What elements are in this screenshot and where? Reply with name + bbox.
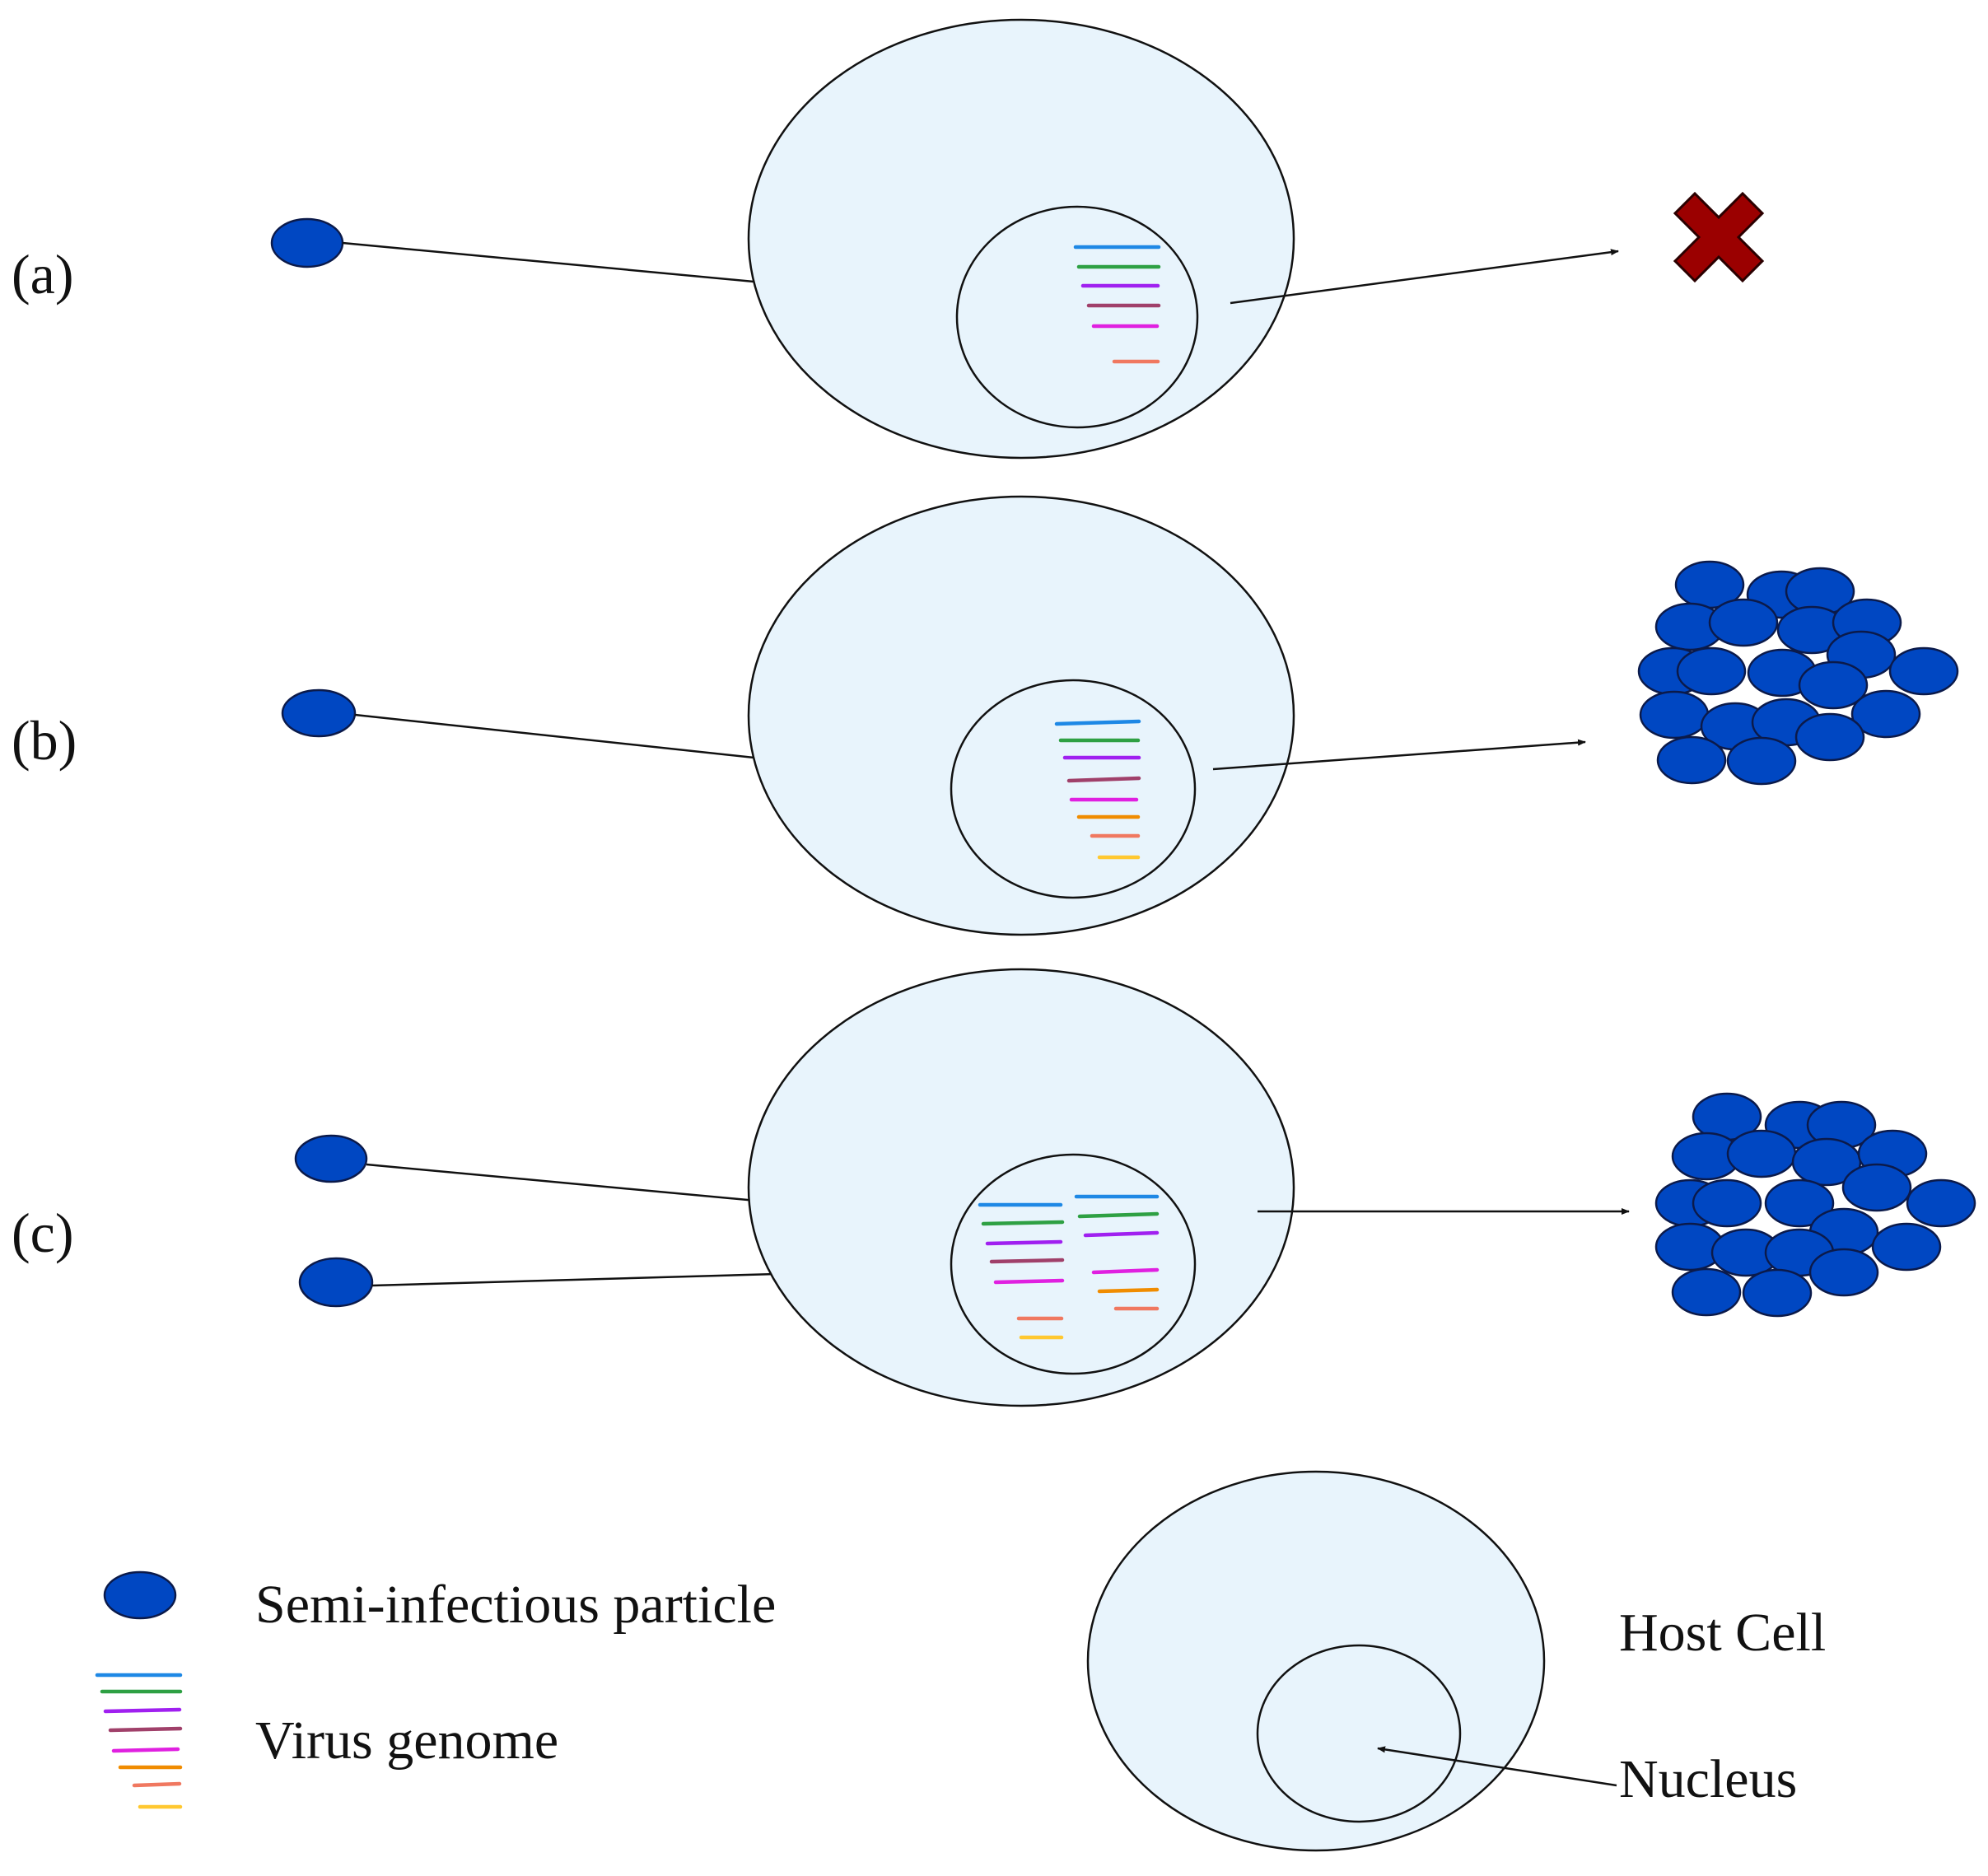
progeny-particle — [1708, 598, 1779, 647]
legend-particle-icon — [103, 1570, 177, 1620]
progeny-particle — [1726, 1129, 1797, 1178]
genome-segment — [1091, 1267, 1160, 1275]
cross-mark-icon — [1673, 191, 1765, 283]
genome-segment — [1097, 1287, 1160, 1294]
progeny-particle — [1671, 1267, 1742, 1317]
progeny-particle — [1764, 1178, 1835, 1228]
nucleus-b — [950, 679, 1197, 899]
genome-segment — [1054, 719, 1141, 726]
genome-segment — [1066, 776, 1141, 783]
legend-nucleus — [1256, 1644, 1462, 1823]
legend-nucleus-pointer — [1377, 1746, 1617, 1787]
genome-segment — [103, 1707, 182, 1714]
progeny-particle — [1726, 736, 1797, 786]
progeny-particle — [1639, 690, 1710, 740]
legend-particle-label: Semi-infectious particle — [255, 1575, 776, 1635]
genome-segment — [985, 1239, 1063, 1246]
legend-host-cell-label: Host Cell — [1619, 1603, 1826, 1663]
progeny-particle — [1808, 1248, 1879, 1297]
particle-b — [281, 688, 357, 738]
progeny-particle — [1841, 1163, 1912, 1212]
genome-segment — [1083, 1230, 1160, 1238]
row-a: (a) — [12, 18, 1765, 460]
virus-genome-b — [1054, 719, 1141, 860]
legend-virus-genome-icon — [95, 1673, 183, 1809]
virus-genome-a — [1073, 245, 1161, 364]
row-label-a: (a) — [12, 243, 73, 306]
arrow-nucleus-to-outcome-a — [1230, 249, 1619, 305]
arrow-particle-to-cell-b — [354, 713, 816, 768]
particle-a — [270, 217, 344, 268]
arrow-particle-to-cell-a — [342, 241, 824, 292]
progeny-particle — [1656, 735, 1727, 785]
virus-genome-c-1 — [978, 1202, 1065, 1340]
genome-segment — [108, 1726, 183, 1733]
nucleus-c — [950, 1153, 1197, 1375]
progeny-particle — [1888, 646, 1959, 696]
row-label-b: (b) — [12, 709, 77, 772]
genome-segment — [993, 1278, 1065, 1285]
genome-segment — [989, 1258, 1065, 1264]
genome-segment — [111, 1747, 180, 1753]
particle-c-2 — [298, 1257, 374, 1308]
legend-nucleus-label: Nucleus — [1619, 1749, 1797, 1809]
legend: Semi-infectious particle Virus genome Ho… — [95, 1470, 1826, 1852]
progeny-particle — [1906, 1178, 1976, 1228]
row-c: (c) — [12, 968, 1976, 1407]
genome-segment — [132, 1781, 182, 1788]
progeny-particle — [1794, 712, 1865, 762]
genome-segment — [981, 1220, 1065, 1226]
arrow-nucleus-to-outcome-b — [1212, 739, 1586, 771]
nucleus-a — [955, 205, 1199, 429]
row-b: (b) — [12, 495, 1959, 936]
progeny-cluster-b — [1637, 560, 1959, 786]
progeny-particle — [1871, 1222, 1942, 1272]
row-label-c: (c) — [12, 1202, 73, 1264]
progeny-cluster-c — [1654, 1092, 1976, 1318]
progeny-particle — [1692, 1178, 1762, 1228]
particle-c-1 — [294, 1134, 368, 1183]
progeny-particle — [1742, 1268, 1813, 1318]
genome-segment — [1077, 1211, 1160, 1219]
progeny-particle — [1850, 689, 1921, 739]
progeny-particle — [1798, 660, 1869, 710]
virus-genome-c-2 — [1074, 1194, 1160, 1311]
progeny-particle — [1676, 646, 1747, 696]
legend-genome-label: Virus genome — [255, 1710, 558, 1771]
